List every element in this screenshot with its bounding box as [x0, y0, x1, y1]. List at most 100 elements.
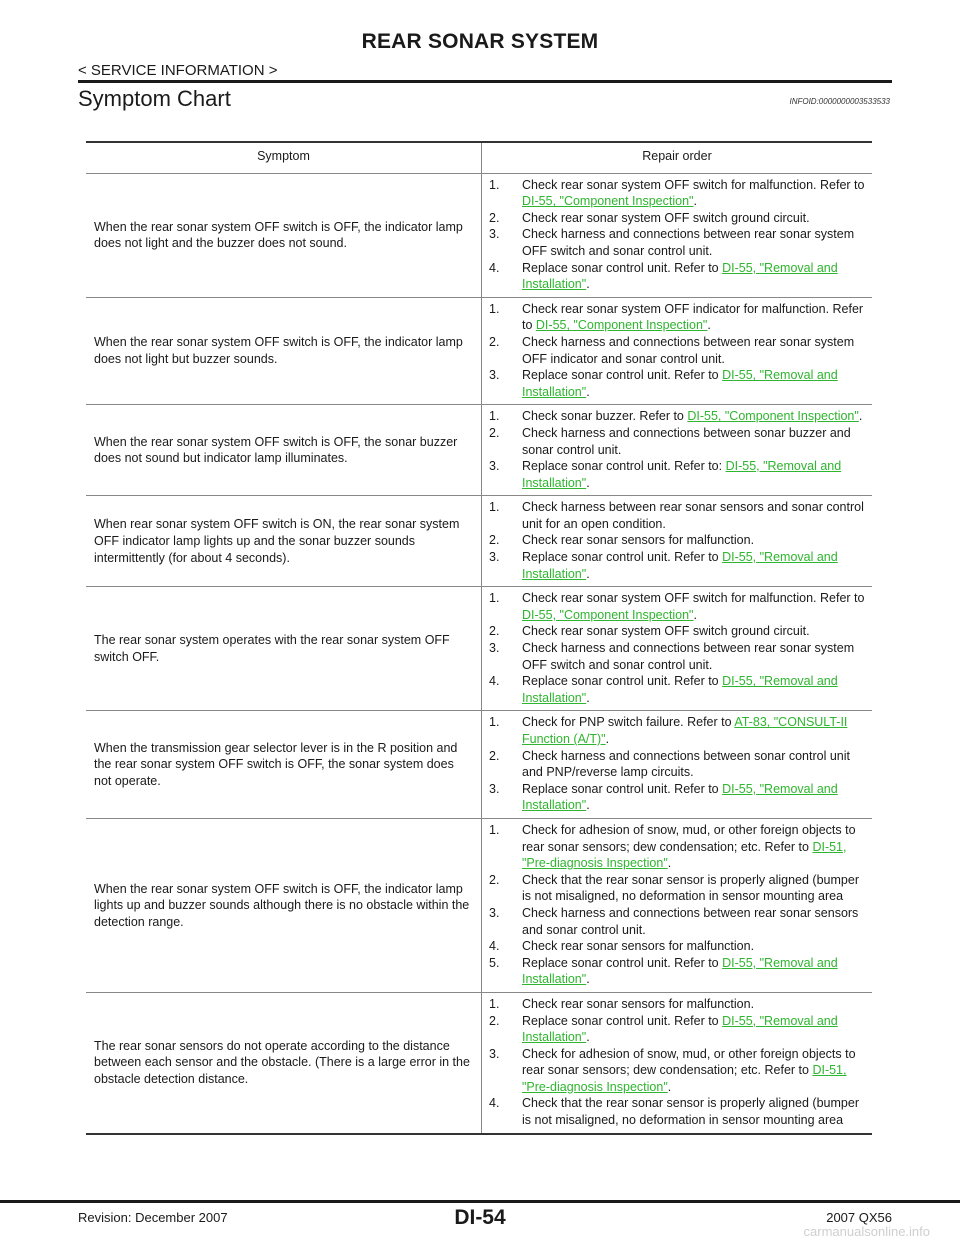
step-punctuation: .: [586, 475, 590, 490]
repair-step: 2.Check rear sonar system OFF switch gro…: [489, 210, 868, 227]
symptom-cell: When the rear sonar system OFF switch is…: [86, 818, 482, 993]
step-text: Check rear sonar system OFF indicator fo…: [522, 301, 864, 333]
reference-link[interactable]: DI-55, "Removal and Installation": [522, 260, 838, 292]
reference-link[interactable]: AT-83, "CONSULT-II Function (A/T)": [522, 715, 848, 746]
step-text: Check harness and connections between re…: [522, 227, 855, 258]
reference-link[interactable]: DI-55, "Removal and Installation": [522, 459, 842, 490]
repair-step: 2.Check harness and connections between …: [489, 748, 868, 781]
repair-step: 3.Check harness and connections between …: [489, 226, 868, 259]
repair-step: 2.Check rear sonar sensors for malfuncti…: [489, 532, 868, 549]
reference-link[interactable]: DI-55, "Removal and Installation": [522, 550, 838, 581]
symptom-cell: When the rear sonar system OFF switch is…: [86, 297, 482, 406]
reference-link[interactable]: DI-51, "Pre-diagnosis Inspection": [522, 1063, 847, 1094]
repair-step: 1. Check harness between rear sonar senso…: [489, 499, 868, 532]
repair-steps-list: 1.Check rear sonar system OFF switch for…: [489, 177, 868, 293]
step-text: Check rear sonar system OFF switch for m…: [522, 591, 865, 606]
step-number: 3.: [489, 641, 500, 656]
repair-steps-list: 1. Check rear sonar system OFF indicator …: [489, 301, 868, 401]
reference-link[interactable]: DI-55, "Removal and Installation": [522, 955, 838, 987]
step-text: Check rear sonar sensors for malfunction…: [522, 996, 755, 1011]
repair-step: 5.Replace sonar control unit. Refer to D…: [489, 955, 868, 988]
step-text: Replace sonar control unit. Refer to: [522, 674, 723, 689]
header-divider: [78, 80, 892, 83]
repair-step: 1. Check rear sonar system OFF indicator …: [489, 301, 868, 334]
symptom-table: Symptom Repair order When the rear sonar…: [86, 140, 872, 1135]
repair-order-cell: 1. Check sonar buzzer. Refer to DI-55, "C…: [481, 404, 872, 497]
section-label: < SERVICE INFORMATION >: [78, 62, 278, 79]
symptom-cell: The rear sonar system operates with the …: [86, 586, 482, 712]
step-text: Check rear sonar system OFF switch for m…: [522, 177, 865, 192]
step-text: Check sonar buzzer. Refer to: [522, 409, 688, 424]
step-number: 1.: [489, 822, 500, 837]
step-number: 4.: [489, 674, 500, 689]
step-number: 1.: [489, 500, 500, 515]
table-row: When the transmission gear selector leve…: [86, 710, 872, 819]
page-number: DI-54: [454, 1206, 506, 1229]
reference-link[interactable]: DI-55, "Component Inspection": [535, 318, 708, 333]
reference-link[interactable]: DI-55, "Removal and Installation": [522, 368, 838, 399]
repair-step: 1.Check rear sonar system OFF switch for…: [489, 177, 868, 210]
repair-step: 3.Replace sonar control unit. Refer to D…: [489, 781, 868, 814]
table-row: The rear sonar sensors do not operate ac…: [86, 992, 872, 1135]
step-number: 3.: [489, 550, 500, 565]
repair-step: 2.Check harness and connections between …: [489, 425, 868, 458]
reference-link[interactable]: DI-55, "Removal and Installation": [522, 674, 838, 705]
step-punctuation: .: [586, 972, 590, 987]
step-number: 4.: [489, 1096, 500, 1111]
symptom-cell: When the rear sonar system OFF switch is…: [86, 404, 482, 497]
symptom-cell: When the rear sonar system OFF switch is…: [86, 173, 482, 298]
repair-order-cell: 1.Check for adhesion of snow, mud, or ot…: [481, 818, 872, 993]
step-text: Check harness and connections between so…: [522, 425, 851, 457]
repair-step: 4.Check that the rear sonar sensor is pr…: [489, 1095, 868, 1128]
step-punctuation: .: [586, 690, 590, 705]
repair-steps-list: 1. Check sonar buzzer. Refer to DI-55, "C…: [489, 408, 868, 491]
repair-step: 2.Check harness and connections between …: [489, 334, 868, 367]
repair-step: 2.Replace sonar control unit. Refer to D…: [489, 1013, 868, 1046]
reference-link[interactable]: DI-55, "Removal and Installation": [522, 781, 838, 813]
reference-link[interactable]: DI-55, "Component Inspection": [687, 409, 859, 424]
step-text: Replace sonar control unit. Refer to: [522, 550, 723, 565]
table-row: When the rear sonar system OFF switch is…: [86, 173, 872, 298]
step-punctuation: .: [667, 856, 672, 871]
step-text: Check harness and connections between re…: [522, 334, 855, 366]
repair-step: 4.Check rear sonar sensors for malfuncti…: [489, 938, 868, 955]
table-row: When the rear sonar system OFF switch is…: [86, 297, 872, 406]
repair-step: 1.Check for PNP switch failure. Refer to…: [489, 714, 868, 747]
step-punctuation: .: [586, 798, 590, 813]
step-number: 1.: [489, 715, 500, 730]
reference-link[interactable]: DI-55, "Removal and Installation": [522, 1013, 838, 1045]
repair-step: 4.Replace sonar control unit. Refer to D…: [489, 260, 868, 293]
column-header-symptom: Symptom: [86, 140, 482, 174]
step-text: Replace sonar control unit. Refer to: [522, 781, 723, 796]
step-number: 4.: [489, 939, 500, 954]
table-row: When the rear sonar system OFF switch is…: [86, 818, 872, 993]
repair-order-cell: 1.Check rear sonar system OFF switch for…: [481, 173, 872, 298]
repair-steps-list: 1.Check for PNP switch failure. Refer to…: [489, 714, 868, 814]
step-text: Check harness between rear sonar sensors…: [522, 500, 864, 531]
step-text: Replace sonar control unit. Refer to:: [522, 459, 726, 474]
repair-step: 1.Check rear sonar system OFF switch for…: [489, 590, 868, 623]
step-text: Check rear sonar system OFF switch groun…: [522, 210, 810, 225]
repair-order-cell: 1. Check harness between rear sonar senso…: [481, 495, 872, 588]
step-text: Replace sonar control unit. Refer to: [522, 260, 723, 275]
footer-divider: [0, 1200, 960, 1203]
reference-link[interactable]: DI-51, "Pre-diagnosis Inspection": [522, 839, 847, 871]
repair-step: 3.Replace sonar control unit. Refer to: …: [489, 458, 868, 491]
reference-link[interactable]: DI-55, "Component Inspection": [522, 194, 694, 209]
repair-order-cell: 1.Check rear sonar sensors for malfuncti…: [481, 992, 872, 1135]
step-punctuation: .: [707, 318, 711, 333]
symptom-cell: The rear sonar sensors do not operate ac…: [86, 992, 482, 1135]
step-punctuation: .: [586, 1030, 590, 1045]
column-header-repair-order: Repair order: [481, 140, 872, 174]
repair-order-cell: 1.Check rear sonar system OFF switch for…: [481, 586, 872, 712]
revision-date: Revision: December 2007: [78, 1210, 228, 1225]
step-number: 1.: [489, 409, 500, 424]
site-watermark: carmanualsonline.info: [803, 1224, 930, 1239]
repair-step: 1.Check for adhesion of snow, mud, or ot…: [489, 822, 868, 872]
repair-step: 3.Check harness and connections between …: [489, 640, 868, 673]
symptom-cell: When the transmission gear selector leve…: [86, 710, 482, 819]
reference-link[interactable]: DI-55, "Component Inspection": [522, 607, 694, 622]
step-number: 1.: [489, 301, 500, 316]
repair-step: 3.Replace sonar control unit. Refer to D…: [489, 367, 868, 400]
vehicle-model: 2007 QX56: [826, 1210, 892, 1225]
